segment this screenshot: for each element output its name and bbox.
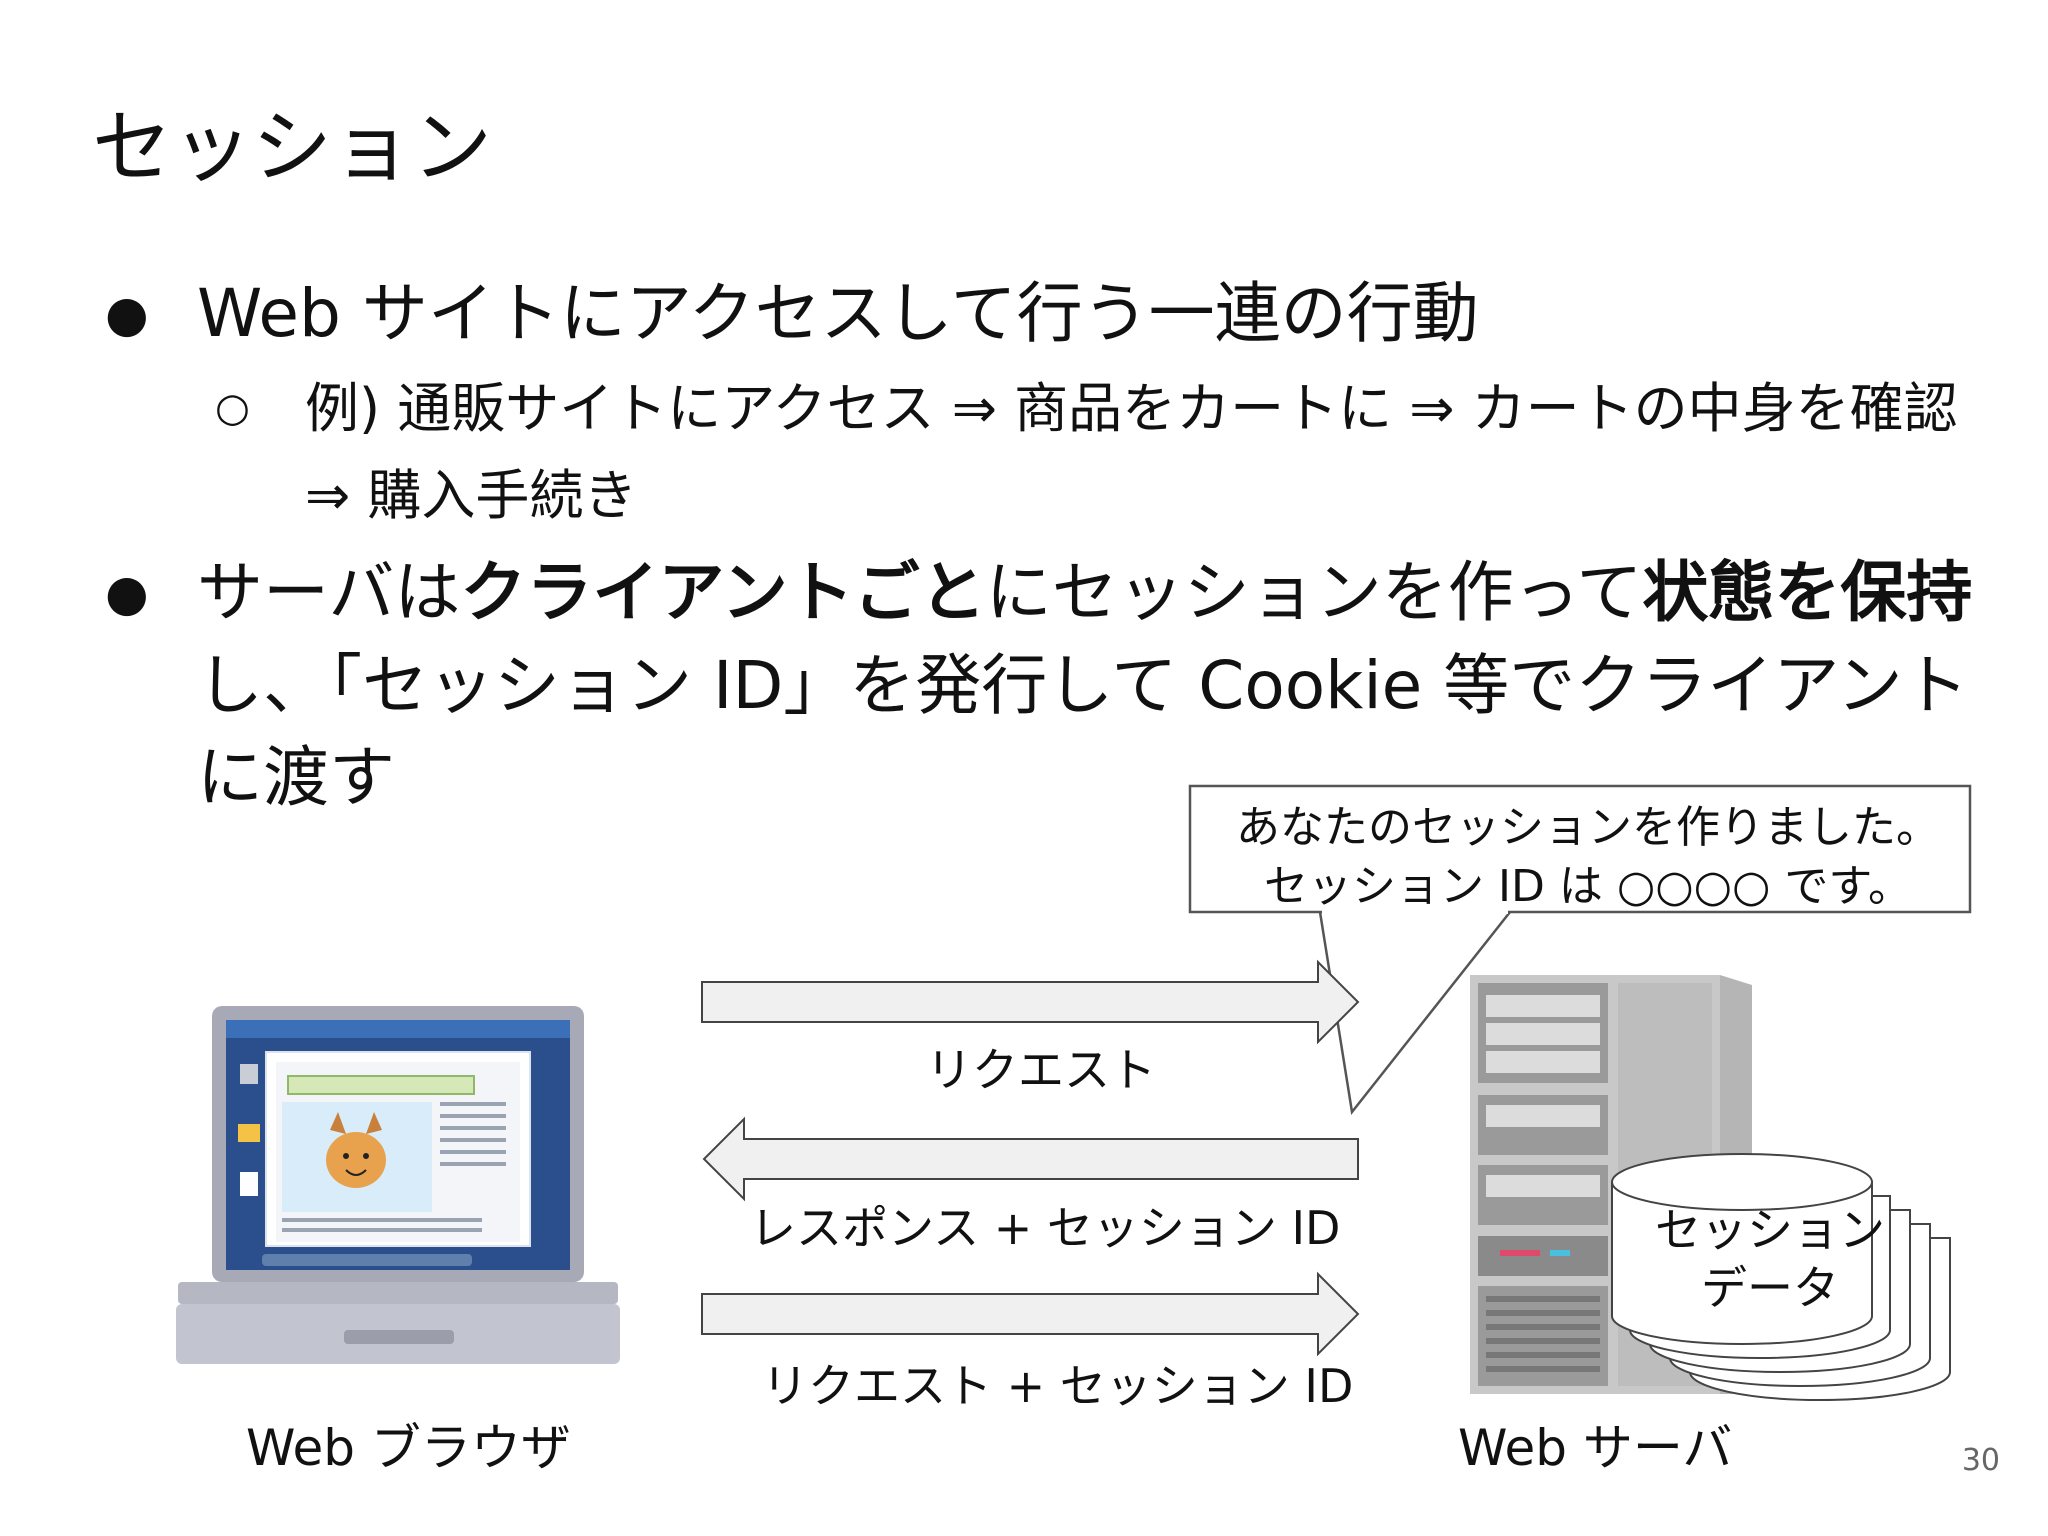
response-arrow bbox=[702, 1116, 1359, 1202]
bullet-2-emphasis-per-client: クライアントごと bbox=[460, 554, 986, 632]
callout-text: あなたのセッションを作りました。 セッション ID は ○○○○ です。 bbox=[1198, 798, 1978, 917]
bullet-2-seg-1: サーバは bbox=[197, 554, 461, 632]
sub-bullet-circle: ○ bbox=[215, 385, 250, 432]
callout-line-2: セッション ID は ○○○○ です。 bbox=[1264, 861, 1912, 913]
callout-tail bbox=[1318, 910, 1513, 1116]
response-label: レスポンス + セッション ID bbox=[750, 1201, 1341, 1255]
datastore-label-line-2: データ bbox=[1701, 1260, 1839, 1315]
bullet-2: ● サーバはクライアントごとにセッションを作って状態を保持し、「セッション ID… bbox=[105, 547, 2005, 824]
datastore-label-line-1: セッション bbox=[1655, 1203, 1885, 1257]
web-server-caption: Web サーバ bbox=[1458, 1419, 1733, 1477]
callout-line-1: あなたのセッションを作りました。 bbox=[1236, 802, 1940, 853]
laptop-icon bbox=[176, 1006, 620, 1364]
bullet-2-emphasis-keep-state: 状態を保持 bbox=[1642, 554, 1973, 632]
page-number: 30 bbox=[1961, 1443, 2000, 1478]
sub-bullet-text: 例) 通販サイトにアクセス ⇒ 商品をカートに ⇒ カートの中身を確認 ⇒ 購入… bbox=[305, 377, 1958, 527]
request-label: リクエスト bbox=[926, 1043, 1156, 1097]
web-browser-caption: Web ブラウザ bbox=[246, 1419, 571, 1477]
request-with-id-label: リクエスト + セッション ID bbox=[762, 1359, 1354, 1413]
request-arrow bbox=[701, 959, 1360, 1045]
bullet-1: ● Web サイトにアクセスして行う一連の行動 bbox=[105, 268, 2005, 360]
slide-title: セッション bbox=[92, 101, 492, 194]
server-icon bbox=[1470, 975, 1752, 1394]
bullet-2-seg-3: にセッションを作って bbox=[985, 554, 1643, 632]
sub-bullet-example: ○ 例) 通販サイトにアクセス ⇒ 商品をカートに ⇒ カートの中身を確認 ⇒ … bbox=[105, 366, 2005, 539]
bullet-dot: ● bbox=[105, 285, 149, 343]
request-with-id-arrow bbox=[701, 1271, 1360, 1357]
bullet-2-seg-5: し、「セッション ID」を発行して Cookie 等でクライアントに渡す bbox=[197, 646, 1969, 816]
bullet-list: ● Web サイトにアクセスして行う一連の行動 ○ 例) 通販サイトにアクセス … bbox=[105, 268, 2005, 824]
bullet-dot: ● bbox=[105, 564, 149, 623]
bullet-1-text: Web サイトにアクセスして行う一連の行動 bbox=[197, 275, 1479, 352]
datastore-label: セッション データ bbox=[1640, 1202, 1900, 1317]
